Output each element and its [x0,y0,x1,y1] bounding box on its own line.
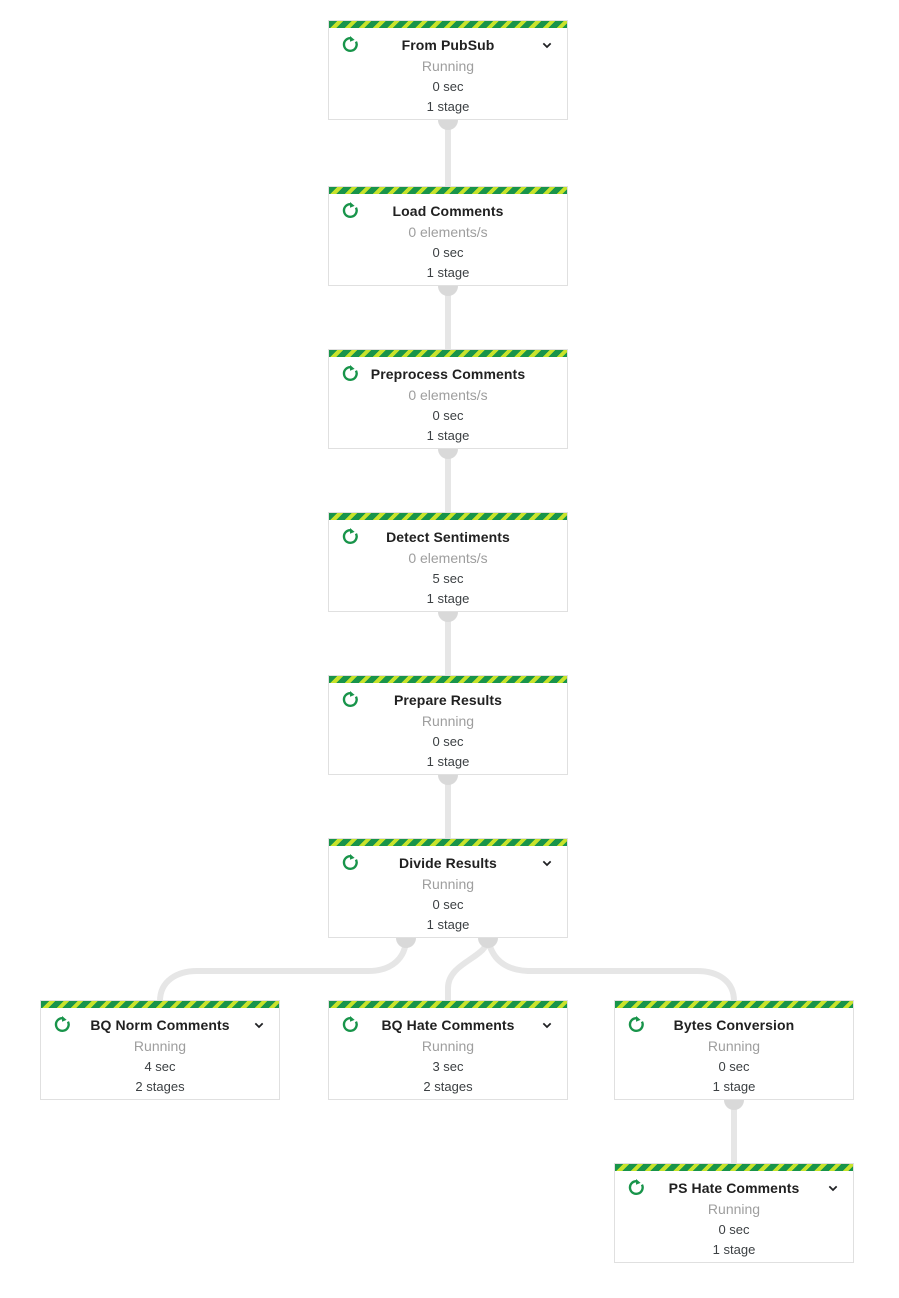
node-stage-count: 1 stage [712,1242,756,1257]
node-title-row: Detect Sentiments [329,526,567,548]
node-wall-time: 0 sec [718,1059,750,1074]
node-title: BQ Norm Comments [90,1017,230,1033]
chevron-down-icon[interactable] [539,1017,555,1033]
circular-arrow-running-icon [628,1178,644,1195]
node-wall-time: 5 sec [432,571,464,586]
node-body: Prepare Results Running 0 sec 1 stage [329,683,567,772]
node-status: 0 elements/s [408,550,488,566]
node-body: Preprocess Comments 0 elements/s 0 sec 1… [329,357,567,446]
node-status: Running [707,1038,761,1054]
node-title: Preprocess Comments [370,366,526,382]
node-wall-time: 0 sec [432,734,464,749]
circular-arrow-running-icon [54,1015,70,1032]
node-title-row: Prepare Results [329,689,567,711]
node-body: Detect Sentiments 0 elements/s 5 sec 1 s… [329,520,567,609]
running-progress-stripe [329,839,567,846]
chevron-down-icon[interactable] [825,1180,841,1196]
edge-divide-bytes [485,937,737,1002]
node-stage-count: 1 stage [426,591,470,606]
node-status: Running [421,713,475,729]
circular-arrow-running-icon [628,1015,644,1032]
circular-arrow-running-icon [342,690,358,707]
node-status: Running [421,876,475,892]
circular-arrow-running-icon [342,201,358,218]
node-body: Bytes Conversion Running 0 sec 1 stage [615,1008,853,1097]
node-body: BQ Norm Comments Running 4 sec 2 stages [41,1008,279,1097]
edge-divide-bqnorm [157,937,409,1002]
node-stage-count: 2 stages [135,1079,185,1094]
node-title-row: BQ Norm Comments [41,1014,279,1036]
node-body: From PubSub Running 0 sec 1 stage [329,28,567,117]
node-stage-count: 1 stage [426,428,470,443]
node-title: From PubSub [401,37,495,53]
step-node-bq-norm-comments[interactable]: BQ Norm Comments Running 4 sec 2 stages [40,1000,280,1100]
running-progress-stripe [329,676,567,683]
node-title-row: Preprocess Comments [329,363,567,385]
chevron-down-icon[interactable] [251,1017,267,1033]
step-node-bq-hate-comments[interactable]: BQ Hate Comments Running 3 sec 2 stages [328,1000,568,1100]
node-wall-time: 0 sec [432,408,464,423]
node-title: Load Comments [392,203,504,219]
node-title: BQ Hate Comments [381,1017,515,1033]
step-node-ps-hate-comments[interactable]: PS Hate Comments Running 0 sec 1 stage [614,1163,854,1263]
node-title-row: Divide Results [329,852,567,874]
node-body: Load Comments 0 elements/s 0 sec 1 stage [329,194,567,283]
node-status: Running [133,1038,187,1054]
running-progress-stripe [329,187,567,194]
step-node-bytes-conversion[interactable]: Bytes Conversion Running 0 sec 1 stage [614,1000,854,1100]
node-title: Divide Results [399,855,497,871]
node-wall-time: 0 sec [432,79,464,94]
node-stage-count: 2 stages [423,1079,473,1094]
chevron-down-icon[interactable] [539,855,555,871]
step-node-detect-sentiments[interactable]: Detect Sentiments 0 elements/s 5 sec 1 s… [328,512,568,612]
step-node-from-pubsub[interactable]: From PubSub Running 0 sec 1 stage [328,20,568,120]
node-title-row: PS Hate Comments [615,1177,853,1199]
step-node-prepare-results[interactable]: Prepare Results Running 0 sec 1 stage [328,675,568,775]
node-stage-count: 1 stage [712,1079,756,1094]
node-title-row: BQ Hate Comments [329,1014,567,1036]
running-progress-stripe [41,1001,279,1008]
node-status: Running [707,1201,761,1217]
running-progress-stripe [329,513,567,520]
circular-arrow-running-icon [342,1015,358,1032]
running-progress-stripe [329,1001,567,1008]
node-body: BQ Hate Comments Running 3 sec 2 stages [329,1008,567,1097]
running-progress-stripe [329,21,567,28]
running-progress-stripe [615,1164,853,1171]
chevron-down-icon[interactable] [539,37,555,53]
node-title: Bytes Conversion [673,1017,795,1033]
circular-arrow-running-icon [342,35,358,52]
node-body: Divide Results Running 0 sec 1 stage [329,846,567,935]
node-title-row: From PubSub [329,34,567,56]
running-progress-stripe [615,1001,853,1008]
node-stage-count: 1 stage [426,265,470,280]
node-wall-time: 3 sec [432,1059,464,1074]
node-wall-time: 0 sec [718,1222,750,1237]
step-node-load-comments[interactable]: Load Comments 0 elements/s 0 sec 1 stage [328,186,568,286]
step-node-divide-results[interactable]: Divide Results Running 0 sec 1 stage [328,838,568,938]
node-title: Prepare Results [393,692,503,708]
node-status: 0 elements/s [408,387,488,403]
edge-divide-bqhate [445,937,491,1001]
circular-arrow-running-icon [342,364,358,381]
node-status: 0 elements/s [408,224,488,240]
node-title-row: Bytes Conversion [615,1014,853,1036]
circular-arrow-running-icon [342,527,358,544]
running-progress-stripe [329,350,567,357]
node-wall-time: 0 sec [432,245,464,260]
node-wall-time: 0 sec [432,897,464,912]
circular-arrow-running-icon [342,853,358,870]
node-wall-time: 4 sec [144,1059,176,1074]
node-title: PS Hate Comments [668,1180,800,1196]
step-node-preprocess-comments[interactable]: Preprocess Comments 0 elements/s 0 sec 1… [328,349,568,449]
node-title: Detect Sentiments [386,529,510,545]
node-stage-count: 1 stage [426,917,470,932]
node-title-row: Load Comments [329,200,567,222]
node-body: PS Hate Comments Running 0 sec 1 stage [615,1171,853,1260]
node-status: Running [421,58,475,74]
node-status: Running [421,1038,475,1054]
node-stage-count: 1 stage [426,754,470,769]
node-stage-count: 1 stage [426,99,470,114]
